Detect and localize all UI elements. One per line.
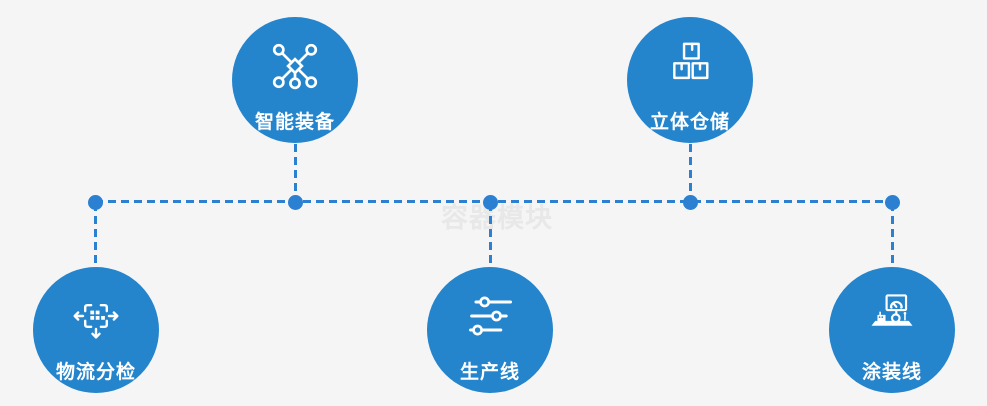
node-painting: 涂装线 (829, 267, 955, 393)
junction-dot-left (87, 194, 103, 210)
network-nodes-icon (272, 43, 318, 90)
junction-dot-warehouse (682, 194, 698, 210)
junction-dot-center (482, 194, 498, 210)
connector-smart-equipment (293, 144, 297, 201)
node-smart-equipment: 智能装备 (232, 17, 358, 143)
connector-warehouse (688, 144, 692, 201)
junction-dot-right (884, 194, 900, 210)
stacked-boxes-icon (673, 42, 709, 80)
node-label: 智能装备 (254, 112, 335, 133)
paint-station-icon (871, 294, 913, 326)
node-label: 涂装线 (861, 362, 922, 383)
node-label: 立体仓储 (649, 112, 730, 133)
sort-move-arrows-icon (73, 303, 119, 339)
node-production: 生产线 (427, 267, 553, 393)
node-label: 物流分检 (55, 362, 136, 383)
watermark-text: 容器模块 (441, 203, 553, 233)
connector-logistics (93, 203, 97, 267)
node-label: 生产线 (459, 362, 520, 383)
sliders-icon (469, 296, 513, 336)
connector-painting (890, 203, 894, 267)
connector-production (488, 203, 492, 267)
node-warehouse: 立体仓储 (627, 17, 753, 143)
junction-dot-smart-equipment (287, 194, 303, 210)
node-logistics: 物流分检 (33, 267, 159, 393)
